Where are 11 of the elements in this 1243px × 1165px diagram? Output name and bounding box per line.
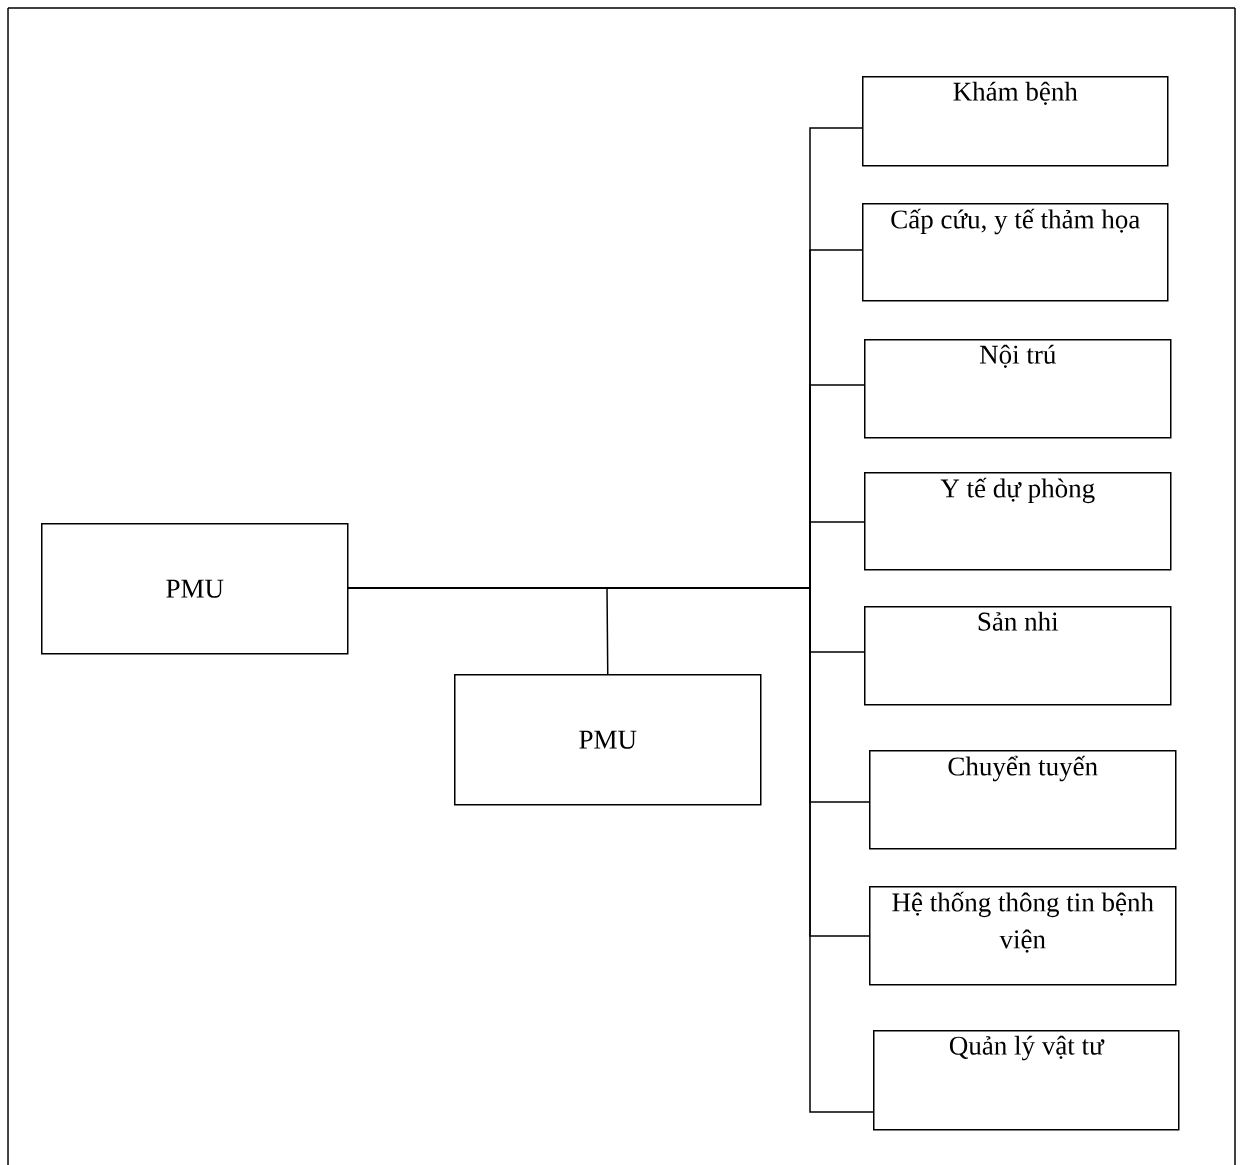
box: Nội trú — [864, 339, 1172, 439]
box: Quản lý vật tư — [873, 1030, 1180, 1131]
box: Y tế dự phòng — [864, 472, 1172, 571]
box: Hệ thống thông tin bệnh viện — [869, 886, 1177, 986]
box: PMU — [454, 674, 762, 806]
box: Sản nhi — [864, 606, 1172, 706]
box: Cấp cứu, y tế thảm họa — [862, 203, 1169, 302]
box: PMU — [41, 523, 349, 655]
connector-line — [347, 587, 874, 1113]
box: Chuyển tuyến — [869, 750, 1177, 850]
box: Khám bệnh — [862, 76, 1169, 167]
